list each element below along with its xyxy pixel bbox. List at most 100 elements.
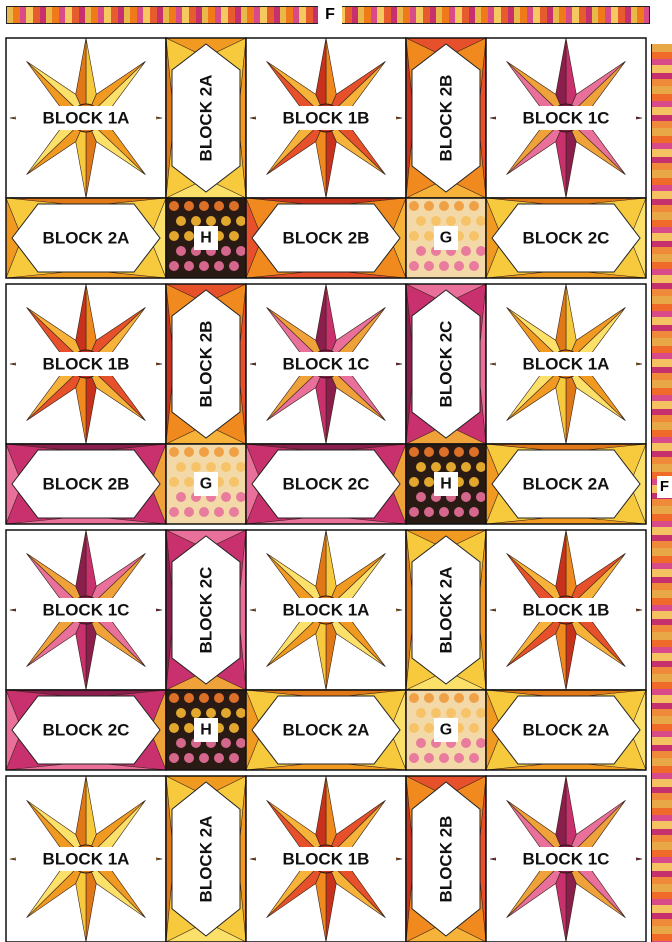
fabric-dot (191, 708, 201, 718)
fabric-dot (416, 462, 426, 472)
fabric-dot (461, 462, 471, 472)
quilt-cell-star: BLOCK 1B (246, 38, 406, 198)
fabric-dot (191, 216, 201, 226)
fabric-dot (169, 693, 179, 703)
fabric-dot (409, 201, 419, 211)
fabric-dot (416, 492, 426, 502)
fabric-dot (184, 231, 194, 241)
fabric-dot (176, 216, 186, 226)
quilt-cell-hsash: BLOCK 2B (6, 444, 166, 524)
fabric-dot (461, 708, 471, 718)
fabric-dot (454, 447, 464, 457)
quilt-cell-square: H (406, 444, 486, 524)
block-label: BLOCK 2A (283, 721, 370, 740)
fabric-dot (236, 216, 246, 226)
fabric-dot (229, 477, 239, 487)
fabric-dot (214, 753, 224, 763)
fabric-dot (184, 261, 194, 271)
fabric-dot (424, 447, 434, 457)
fabric-dot (461, 492, 471, 502)
block-label: BLOCK 1B (283, 850, 370, 869)
fabric-dot (409, 753, 419, 763)
fabric-dot (469, 261, 479, 271)
fabric-dot (199, 693, 209, 703)
quilt-cell-star: BLOCK 1C (486, 776, 646, 942)
fabric-dot (454, 261, 464, 271)
fabric-dot (409, 723, 419, 733)
quilt-cell-star: BLOCK 1C (246, 284, 406, 444)
fabric-dot (439, 261, 449, 271)
fabric-dot (221, 708, 231, 718)
fabric-dot (169, 447, 179, 457)
fabric-dot (461, 246, 471, 256)
fabric-dot (229, 753, 239, 763)
fabric-dot (214, 693, 224, 703)
fabric-dot (184, 507, 194, 517)
block-label: BLOCK 1C (43, 601, 130, 620)
fabric-dot (184, 477, 194, 487)
fabric-dot (229, 261, 239, 271)
cornerstone-label: G (440, 722, 452, 739)
fabric-dot (469, 753, 479, 763)
fabric-dot (214, 261, 224, 271)
fabric-dot (416, 246, 426, 256)
fabric-dot (416, 708, 426, 718)
block-label: BLOCK 1B (523, 601, 610, 620)
fabric-dot (476, 492, 486, 502)
block-label: BLOCK 2A (197, 816, 216, 903)
fabric-dot (176, 246, 186, 256)
block-label: BLOCK 1A (523, 355, 610, 374)
quilt-cell-star: BLOCK 1A (6, 38, 166, 198)
fabric-dot (229, 693, 239, 703)
quilt-cell-square: H (166, 690, 246, 770)
fabric-dot (454, 693, 464, 703)
fabric-dot (199, 447, 209, 457)
fabric-dot (184, 753, 194, 763)
fabric-dot (409, 693, 419, 703)
block-label: BLOCK 2C (437, 321, 456, 408)
quilt-cell-star: BLOCK 1A (6, 776, 166, 942)
fabric-dot (424, 201, 434, 211)
fabric-dot (214, 447, 224, 457)
fabric-dot (409, 447, 419, 457)
fabric-dot (439, 507, 449, 517)
quilt-cell-square: H (166, 198, 246, 278)
fabric-dot (446, 216, 456, 226)
fabric-dot (424, 261, 434, 271)
quilt-cell-hsash: BLOCK 2C (246, 444, 406, 524)
fabric-dot (409, 477, 419, 487)
quilt-cell-vsash: BLOCK 2B (166, 284, 246, 444)
fabric-dot (424, 231, 434, 241)
fabric-dot (176, 462, 186, 472)
quilt-cell-vsash: BLOCK 2B (406, 38, 486, 198)
block-label: BLOCK 2C (43, 721, 130, 740)
fabric-dot (424, 753, 434, 763)
fabric-dot (199, 201, 209, 211)
fabric-dot (199, 261, 209, 271)
fabric-dot (431, 462, 441, 472)
fabric-dot (229, 447, 239, 457)
quilt-cell-square: G (406, 198, 486, 278)
fabric-dot (454, 507, 464, 517)
block-label: BLOCK 2C (197, 567, 216, 654)
block-label: BLOCK 1C (523, 850, 610, 869)
fabric-dot (236, 738, 246, 748)
quilt-cell-hsash: BLOCK 2A (486, 690, 646, 770)
block-label: BLOCK 2A (43, 229, 130, 248)
quilt-cell-hsash: BLOCK 2A (6, 198, 166, 278)
cornerstone-label: G (200, 476, 212, 493)
fabric-dot (409, 507, 419, 517)
fabric-dot (169, 231, 179, 241)
fabric-dot (184, 693, 194, 703)
block-label: BLOCK 2B (437, 75, 456, 162)
cornerstone-label: G (440, 230, 452, 247)
fabric-dot (221, 492, 231, 502)
fabric-dot (236, 492, 246, 502)
fabric-dot (424, 477, 434, 487)
fabric-dot (446, 708, 456, 718)
fabric-dot (206, 216, 216, 226)
quilt-cell-star: BLOCK 1C (6, 530, 166, 690)
block-label: BLOCK 2B (283, 229, 370, 248)
quilt-cell-star: BLOCK 1B (246, 776, 406, 942)
